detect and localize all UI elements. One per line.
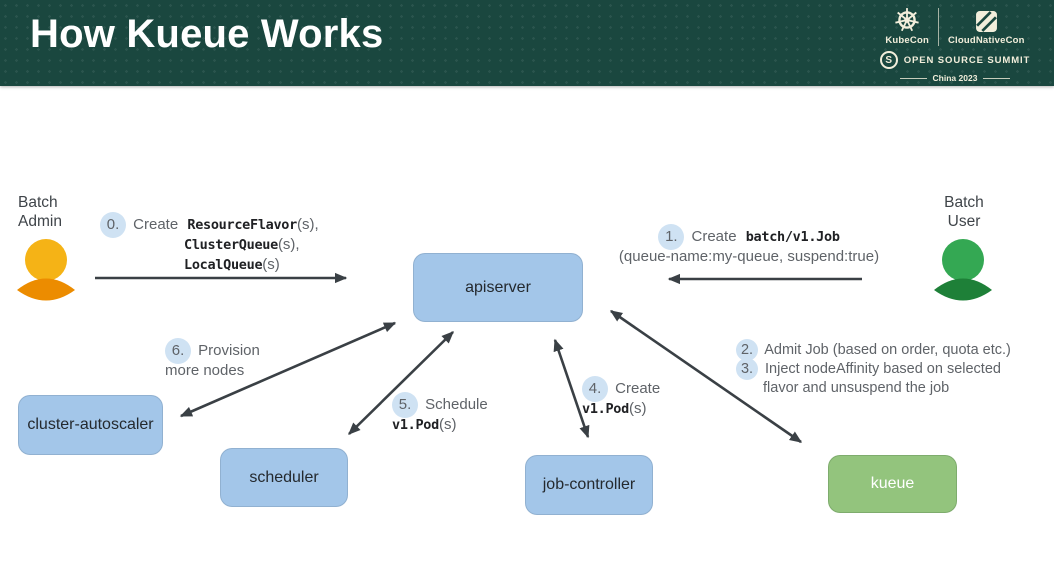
node-scheduler: scheduler (220, 448, 348, 507)
step-number-badge: 3. (736, 358, 758, 381)
kubecon-label: KubeCon (885, 35, 929, 46)
summit-logo-row: S OPEN SOURCE SUMMIT (879, 51, 1031, 69)
step-1-label: 1. Create batch/v1.Job (queue-name:my-qu… (598, 224, 900, 267)
divider (899, 77, 927, 79)
node-job-controller: job-controller (525, 455, 653, 515)
step-number-badge: 1. (658, 224, 685, 251)
logo-row: KubeCon CloudNativeCon (885, 7, 1024, 46)
step-text: more nodes (165, 362, 245, 379)
logo-divider (937, 7, 939, 46)
code-batch-v1-job: batch/v1.Job (745, 229, 840, 245)
step-text: Create (615, 380, 661, 397)
step-text: (s) (438, 416, 457, 433)
edition-label: China 2023 (932, 73, 978, 83)
step-text: (s) (262, 256, 280, 273)
divider (983, 77, 1011, 79)
code-clusterqueue: ClusterQueue (184, 237, 278, 253)
step-text: Inject nodeAffinity based on selected (765, 361, 1001, 377)
slide-header: How Kueue Works (0, 0, 1054, 86)
step-0-label: 0. Create ResourceFlavor(s), ClusterQueu… (100, 212, 319, 275)
node-label: apiserver (465, 278, 531, 296)
summit-label: OPEN SOURCE SUMMIT (903, 54, 1031, 66)
node-kueue: kueue (828, 455, 957, 513)
batch-user-label: Batch User (944, 194, 984, 231)
step-text: Create (133, 216, 179, 233)
step-text: (s), (296, 216, 319, 233)
step-4-label: 4. Create v1.Pod(s) (582, 376, 661, 419)
cloudnativecon-label: CloudNativeCon (947, 35, 1025, 46)
step-text: Schedule (425, 396, 488, 413)
code-resourceflavor: ResourceFlavor (187, 217, 297, 233)
node-label: job-controller (542, 476, 636, 493)
conference-logos: KubeCon CloudNativeCon S OPEN SOURCE SUM… (870, 7, 1040, 83)
node-apiserver: apiserver (413, 253, 583, 322)
step-detail: (queue-name:my-queue, suspend:true) (618, 248, 880, 265)
step-text: flavor and unsuspend the job (763, 380, 950, 396)
step-number-badge: 5. (392, 392, 418, 419)
diagonal-square-icon (975, 11, 997, 32)
code-v1-pod: v1.Pod (582, 401, 629, 417)
steps-2-3-label: 2. Admit Job (based on order, quota etc.… (736, 339, 1011, 398)
step-text: (s), (277, 236, 300, 253)
code-v1-pod: v1.Pod (392, 417, 439, 433)
node-label: kueue (870, 475, 915, 492)
step-6-label: 6. Provision more nodes (165, 338, 260, 381)
batch-admin-label: Batch Admin (18, 194, 62, 231)
person-icon (17, 239, 75, 301)
s-ring-icon: S (879, 51, 898, 69)
step-text: (s) (628, 400, 647, 417)
step-text: Admit Job (based on order, quota etc.) (764, 342, 1011, 358)
step-text: Create (691, 228, 737, 245)
cloudnativecon-logo: CloudNativeCon (948, 10, 1025, 46)
step-number-badge: 6. (165, 338, 191, 365)
code-localqueue: LocalQueue (184, 257, 263, 273)
step-number-badge: 0. (100, 212, 126, 239)
node-cluster-autoscaler: cluster-autoscaler (18, 395, 163, 455)
step-number-badge: 4. (582, 376, 608, 403)
helm-wheel-icon (895, 8, 919, 32)
page-title: How Kueue Works (30, 12, 384, 56)
node-label: scheduler (249, 468, 319, 486)
kubecon-logo: KubeCon (885, 7, 929, 46)
step-number-badge: 2. (736, 339, 758, 362)
node-label: cluster-autoscaler (27, 416, 154, 433)
step-text: Provision (198, 342, 260, 359)
step-5-label: 5. Schedule v1.Pod(s) (392, 392, 488, 435)
edition-row: China 2023 (899, 73, 1011, 83)
person-icon (934, 239, 992, 301)
